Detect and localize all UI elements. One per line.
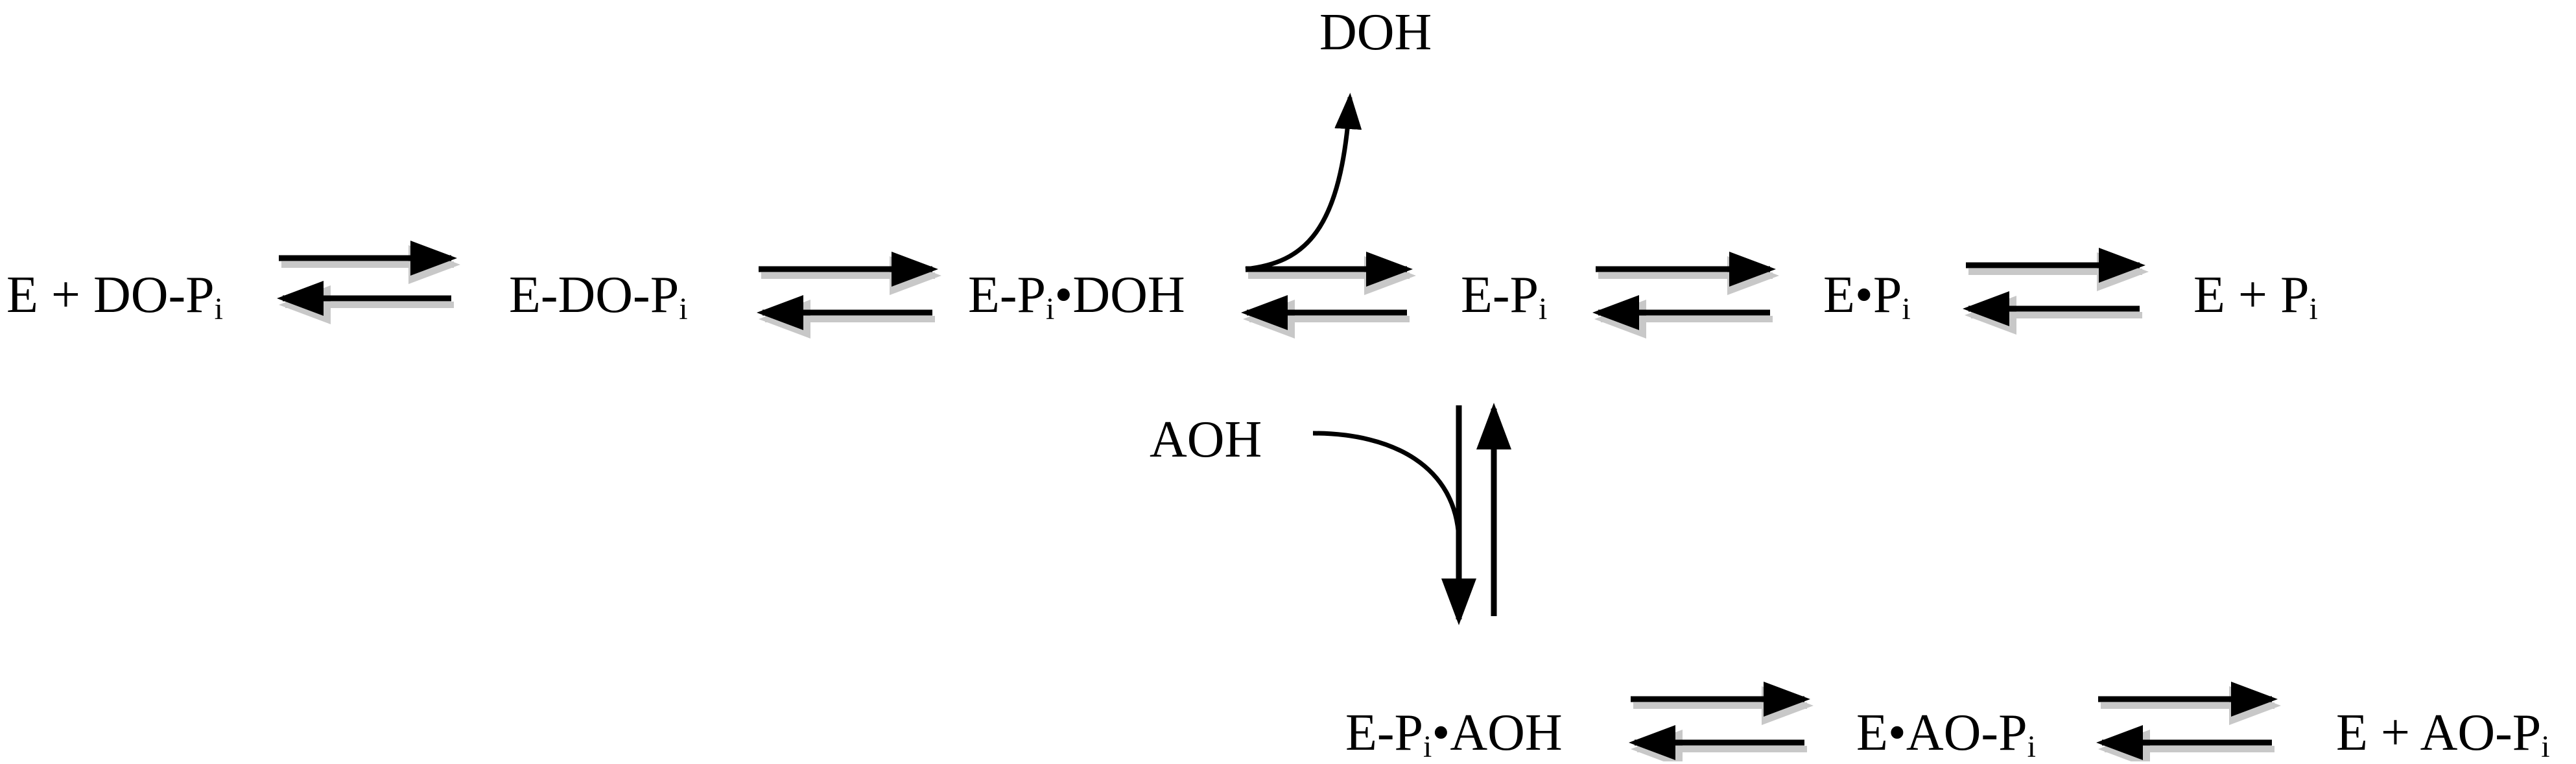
species-e-dot-pi-sub: i [1902,291,1911,326]
species-doh: DOH [1319,6,1432,58]
equilibrium-arrows-2 [757,252,941,339]
vertical-equilibrium-arrows [1441,403,1511,625]
species-e-dot-pi-main: E•P [1823,267,1902,324]
doh-release-arrow [1245,93,1362,272]
species-e-pi: E-Pi [1461,267,1547,324]
species-e-ao-pi-main: E•AO-P [1856,704,2027,761]
species-e-pi-aoh-tail: •AOH [1432,704,1563,761]
species-aoh-main: AOH [1150,411,1262,468]
species-e-pi-doh-sub: i [1046,291,1055,326]
species-e-do-pi-sub: i [679,291,688,326]
equilibrium-arrows-1 [277,241,460,324]
species-e-do-pi-main: E-DO-P [509,267,679,324]
species-e-pi-aoh-sub: i [1423,729,1432,764]
species-e-plus-do-pi: E + DO-Pi [6,267,223,324]
species-e-plus-pi: E + Pi [2193,267,2318,324]
species-e-pi-main: E-P [1461,267,1539,324]
species-e-ao-pi: E•AO-Pi [1856,704,2036,762]
species-e-plus-do-pi-main: E + DO-P [6,267,215,324]
species-e-pi-sub: i [1539,291,1548,326]
species-e-plus-ao-pi-main: E + AO-P [2336,704,2542,761]
species-aoh: AOH [1150,414,1262,466]
species-e-plus-ao-pi-sub: i [2541,729,2550,764]
equilibrium-arrows-6 [1629,682,1814,761]
species-e-pi-doh: E-Pi•DOH [968,267,1185,324]
species-e-do-pi: E-DO-Pi [509,267,688,324]
species-e-pi-aoh-main: E-P [1345,704,1423,761]
equilibrium-arrows-5 [1963,248,2149,335]
equilibrium-arrows-7 [2096,682,2281,761]
equilibrium-arrows-3 [1241,252,1416,339]
species-e-plus-pi-sub: i [2309,291,2318,326]
species-e-ao-pi-sub: i [2027,729,2036,764]
species-e-pi-doh-main: E-P [968,267,1046,324]
species-e-pi-aoh: E-Pi•AOH [1345,704,1563,762]
species-e-plus-pi-main: E + P [2193,267,2310,324]
species-e-plus-ao-pi: E + AO-Pi [2336,704,2550,762]
species-e-pi-doh-tail: •DOH [1054,267,1185,324]
aoh-entry-arrow [1312,431,1461,539]
equilibrium-arrows-4 [1592,252,1779,339]
species-e-dot-pi: E•Pi [1823,267,1911,324]
species-e-plus-do-pi-sub: i [214,291,224,326]
species-doh-main: DOH [1319,4,1432,61]
